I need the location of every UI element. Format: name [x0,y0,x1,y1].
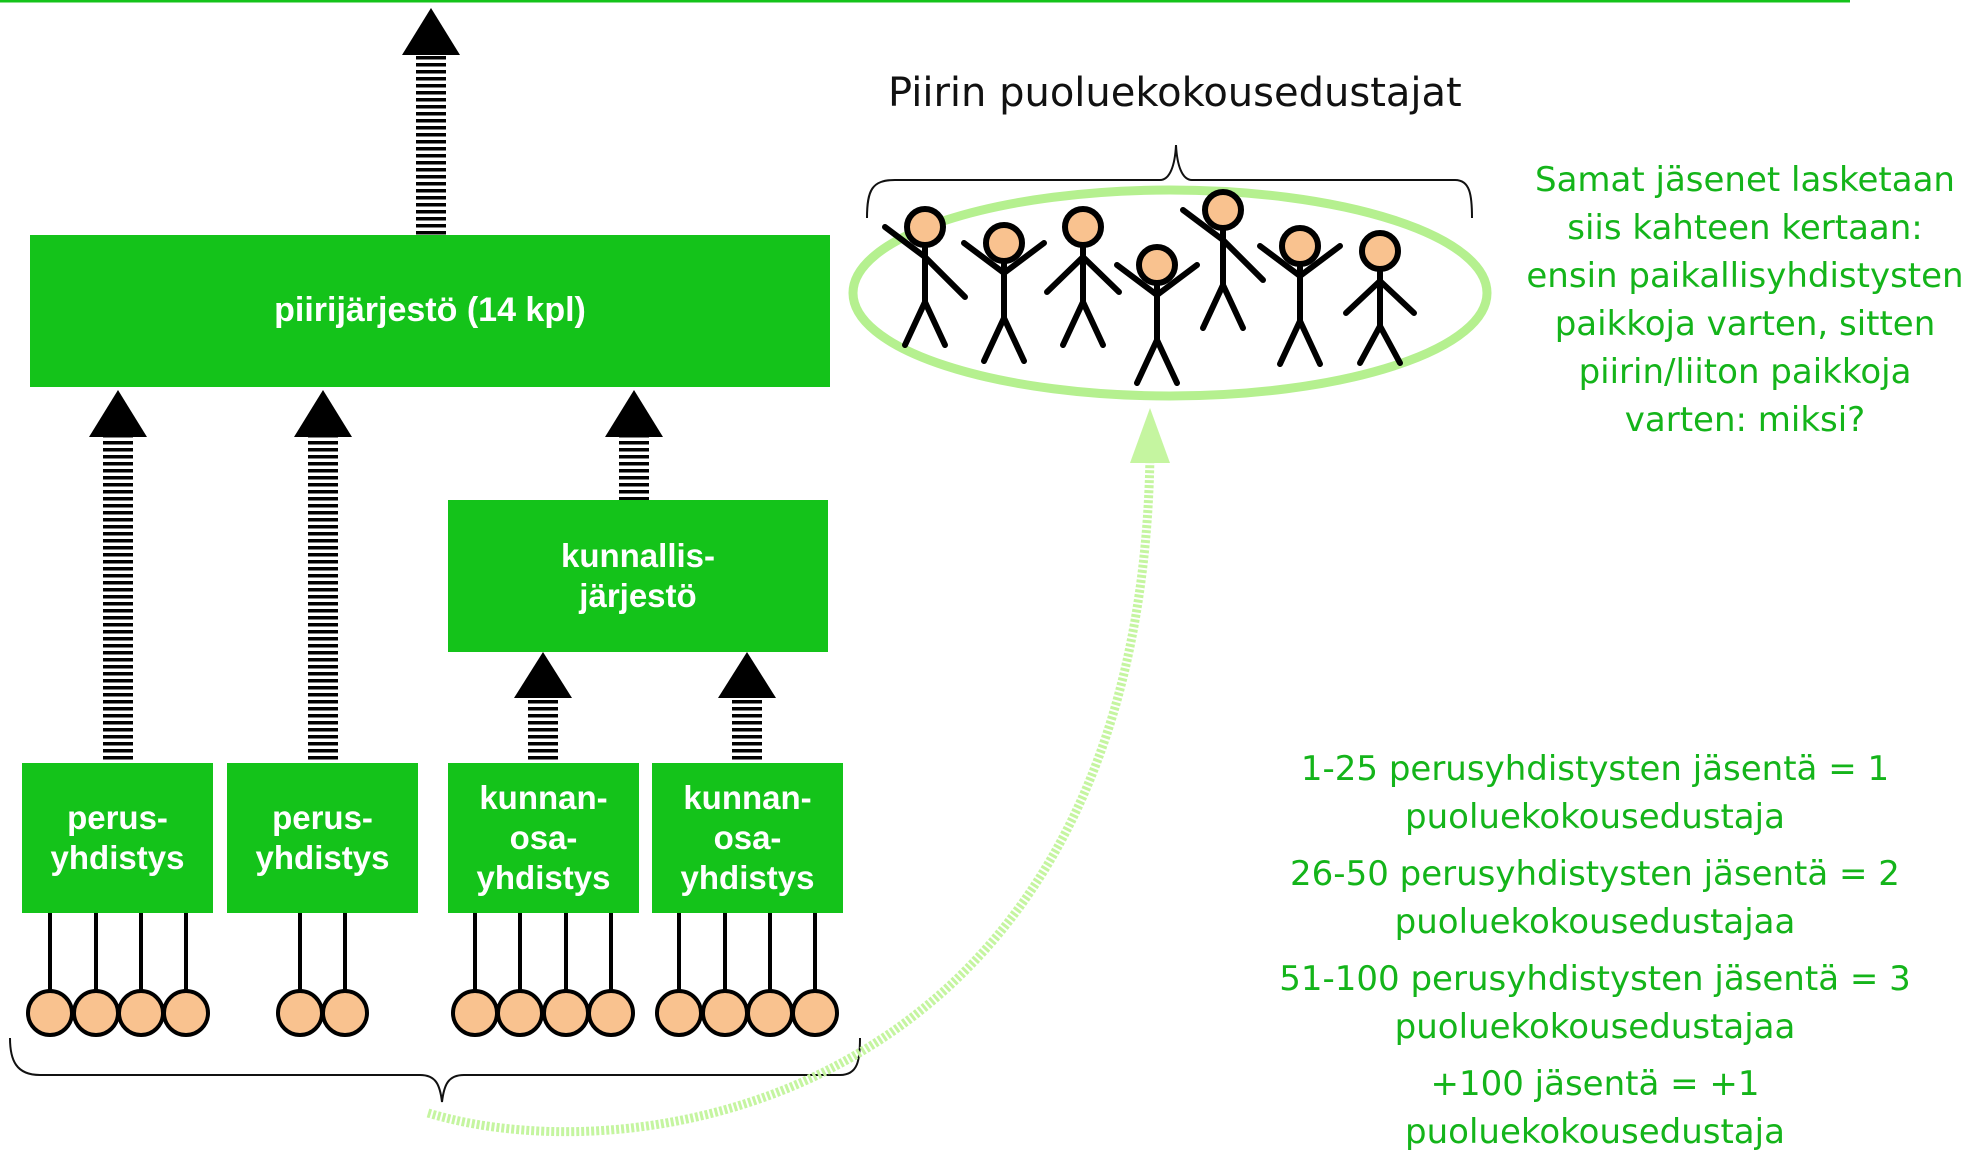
member-circle [451,989,499,1037]
arrow-kunnan1-up [514,652,572,763]
delegate-figures [882,189,1417,386]
stick-figure [882,206,968,348]
box-perusyhdistys-1-label: perus- yhdistys [50,798,185,876]
member-circle [542,989,590,1037]
box-kunnanosayhdistys-2: kunnan- osa- yhdistys [652,763,843,913]
rule-51-100: 51-100 perusyhdistysten jäsentä = 3 puol… [1279,959,1911,1047]
box-piirijarjesto-label: piirijärjestö (14 kpl) [274,291,586,330]
stick-figure [1343,230,1417,366]
member-circle [791,989,839,1037]
member-circle [26,989,74,1037]
delegates-title: Piirin puoluekokousedustajat [888,70,1462,116]
arrow-piiri-up [402,8,460,235]
member-circle [321,989,369,1037]
member-circle [276,989,324,1037]
member-circle [162,989,210,1037]
member-circle [655,989,703,1037]
box-kunnallisjarjesto: kunnallis- järjestö [448,500,828,652]
box-kunnanosayhdistys-1-label: kunnan- osa- yhdistys [476,778,611,897]
member-circle [701,989,749,1037]
member-circle [496,989,544,1037]
arrow-perus1-up [89,390,147,763]
member-circle [72,989,120,1037]
box-kunnanosayhdistys-2-label: kunnan- osa- yhdistys [680,778,815,897]
stick-figure [1180,189,1266,331]
member-lines [48,913,817,1013]
connector-arrowhead [1130,408,1170,463]
box-kunnanosayhdistys-1: kunnan- osa- yhdistys [448,763,639,913]
stick-figure [1114,244,1200,386]
stick-figure [1257,225,1343,367]
member-circle [746,989,794,1037]
note-double-counting: Samat jäsenet lasketaan siis kahteen ker… [1526,160,1964,440]
box-piirijarjesto: piirijärjestö (14 kpl) [30,235,830,387]
box-perusyhdistys-1: perus- yhdistys [22,763,213,913]
connector-curve [426,454,1155,1137]
stick-figure [961,222,1047,364]
rule-26-50: 26-50 perusyhdistysten jäsentä = 2 puolu… [1290,854,1900,942]
member-circle [587,989,635,1037]
rule-1-25: 1-25 perusyhdistysten jäsentä = 1 puolue… [1300,749,1890,837]
member-circle [117,989,165,1037]
rule-plus-100: +100 jäsentä = +1 puoluekokousedustaja [1405,1064,1785,1152]
box-perusyhdistys-2: perus- yhdistys [227,763,418,913]
stick-figure [1044,206,1122,348]
box-kunnallisjarjesto-label: kunnallis- järjestö [560,536,716,614]
bottom-brace [9,1037,861,1103]
delegates-ellipse [848,185,1492,401]
arrow-kunnallis-up [605,390,663,500]
box-perusyhdistys-2-label: perus- yhdistys [255,798,390,876]
arrow-kunnan2-up [718,652,776,763]
arrow-perus2-up [294,390,352,763]
top-brace [866,144,1473,219]
member-circles [26,989,839,1037]
